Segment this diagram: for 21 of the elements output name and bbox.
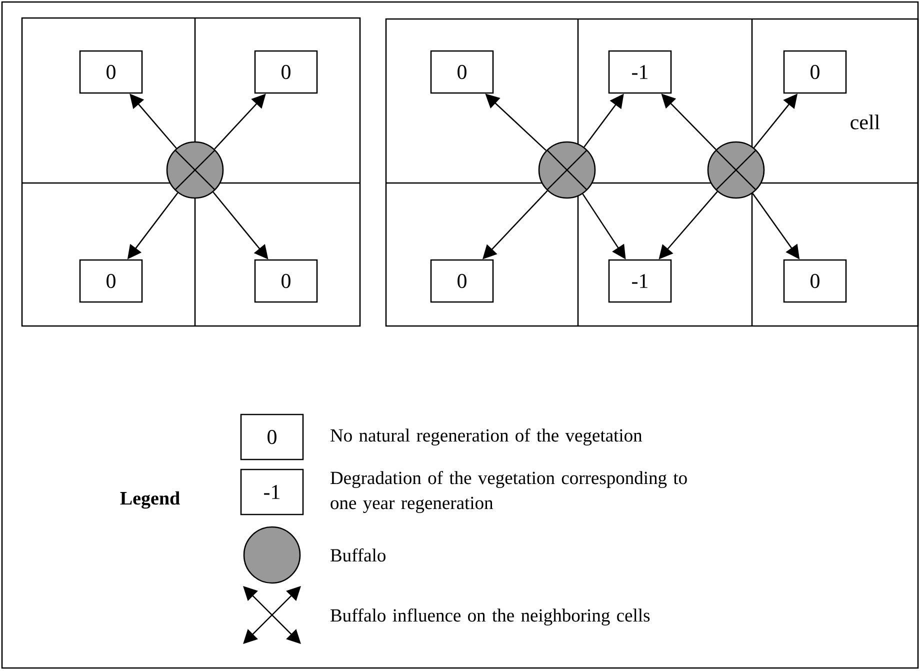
buffalo-circle [538, 141, 596, 199]
value-box: 0 [430, 259, 494, 303]
value-box: 0 [783, 259, 847, 303]
buffalo-circle [166, 141, 224, 199]
value-box: 0 [783, 50, 847, 94]
value-box: 0 [79, 259, 143, 303]
value-box: -1 [240, 468, 304, 516]
value-box: -1 [608, 50, 672, 94]
buffalo-circle [707, 141, 765, 199]
value-box: 0 [254, 50, 318, 94]
value-box: 0 [240, 414, 304, 460]
legend-text: Buffalo [330, 548, 386, 562]
legend-text: Buffalo influence on the neighboring cells [330, 608, 650, 626]
cell-label: cell [850, 114, 880, 130]
value-box: 0 [430, 50, 494, 94]
value-box: 0 [79, 50, 143, 94]
legend-title: Legend [120, 491, 180, 509]
legend-text: Degradation of the vegetation corresponding to one year regeneration [330, 470, 687, 513]
legend-text: No natural regeneration of the vegetation [330, 428, 642, 446]
value-box: -1 [608, 259, 672, 303]
value-box: 0 [254, 259, 318, 303]
